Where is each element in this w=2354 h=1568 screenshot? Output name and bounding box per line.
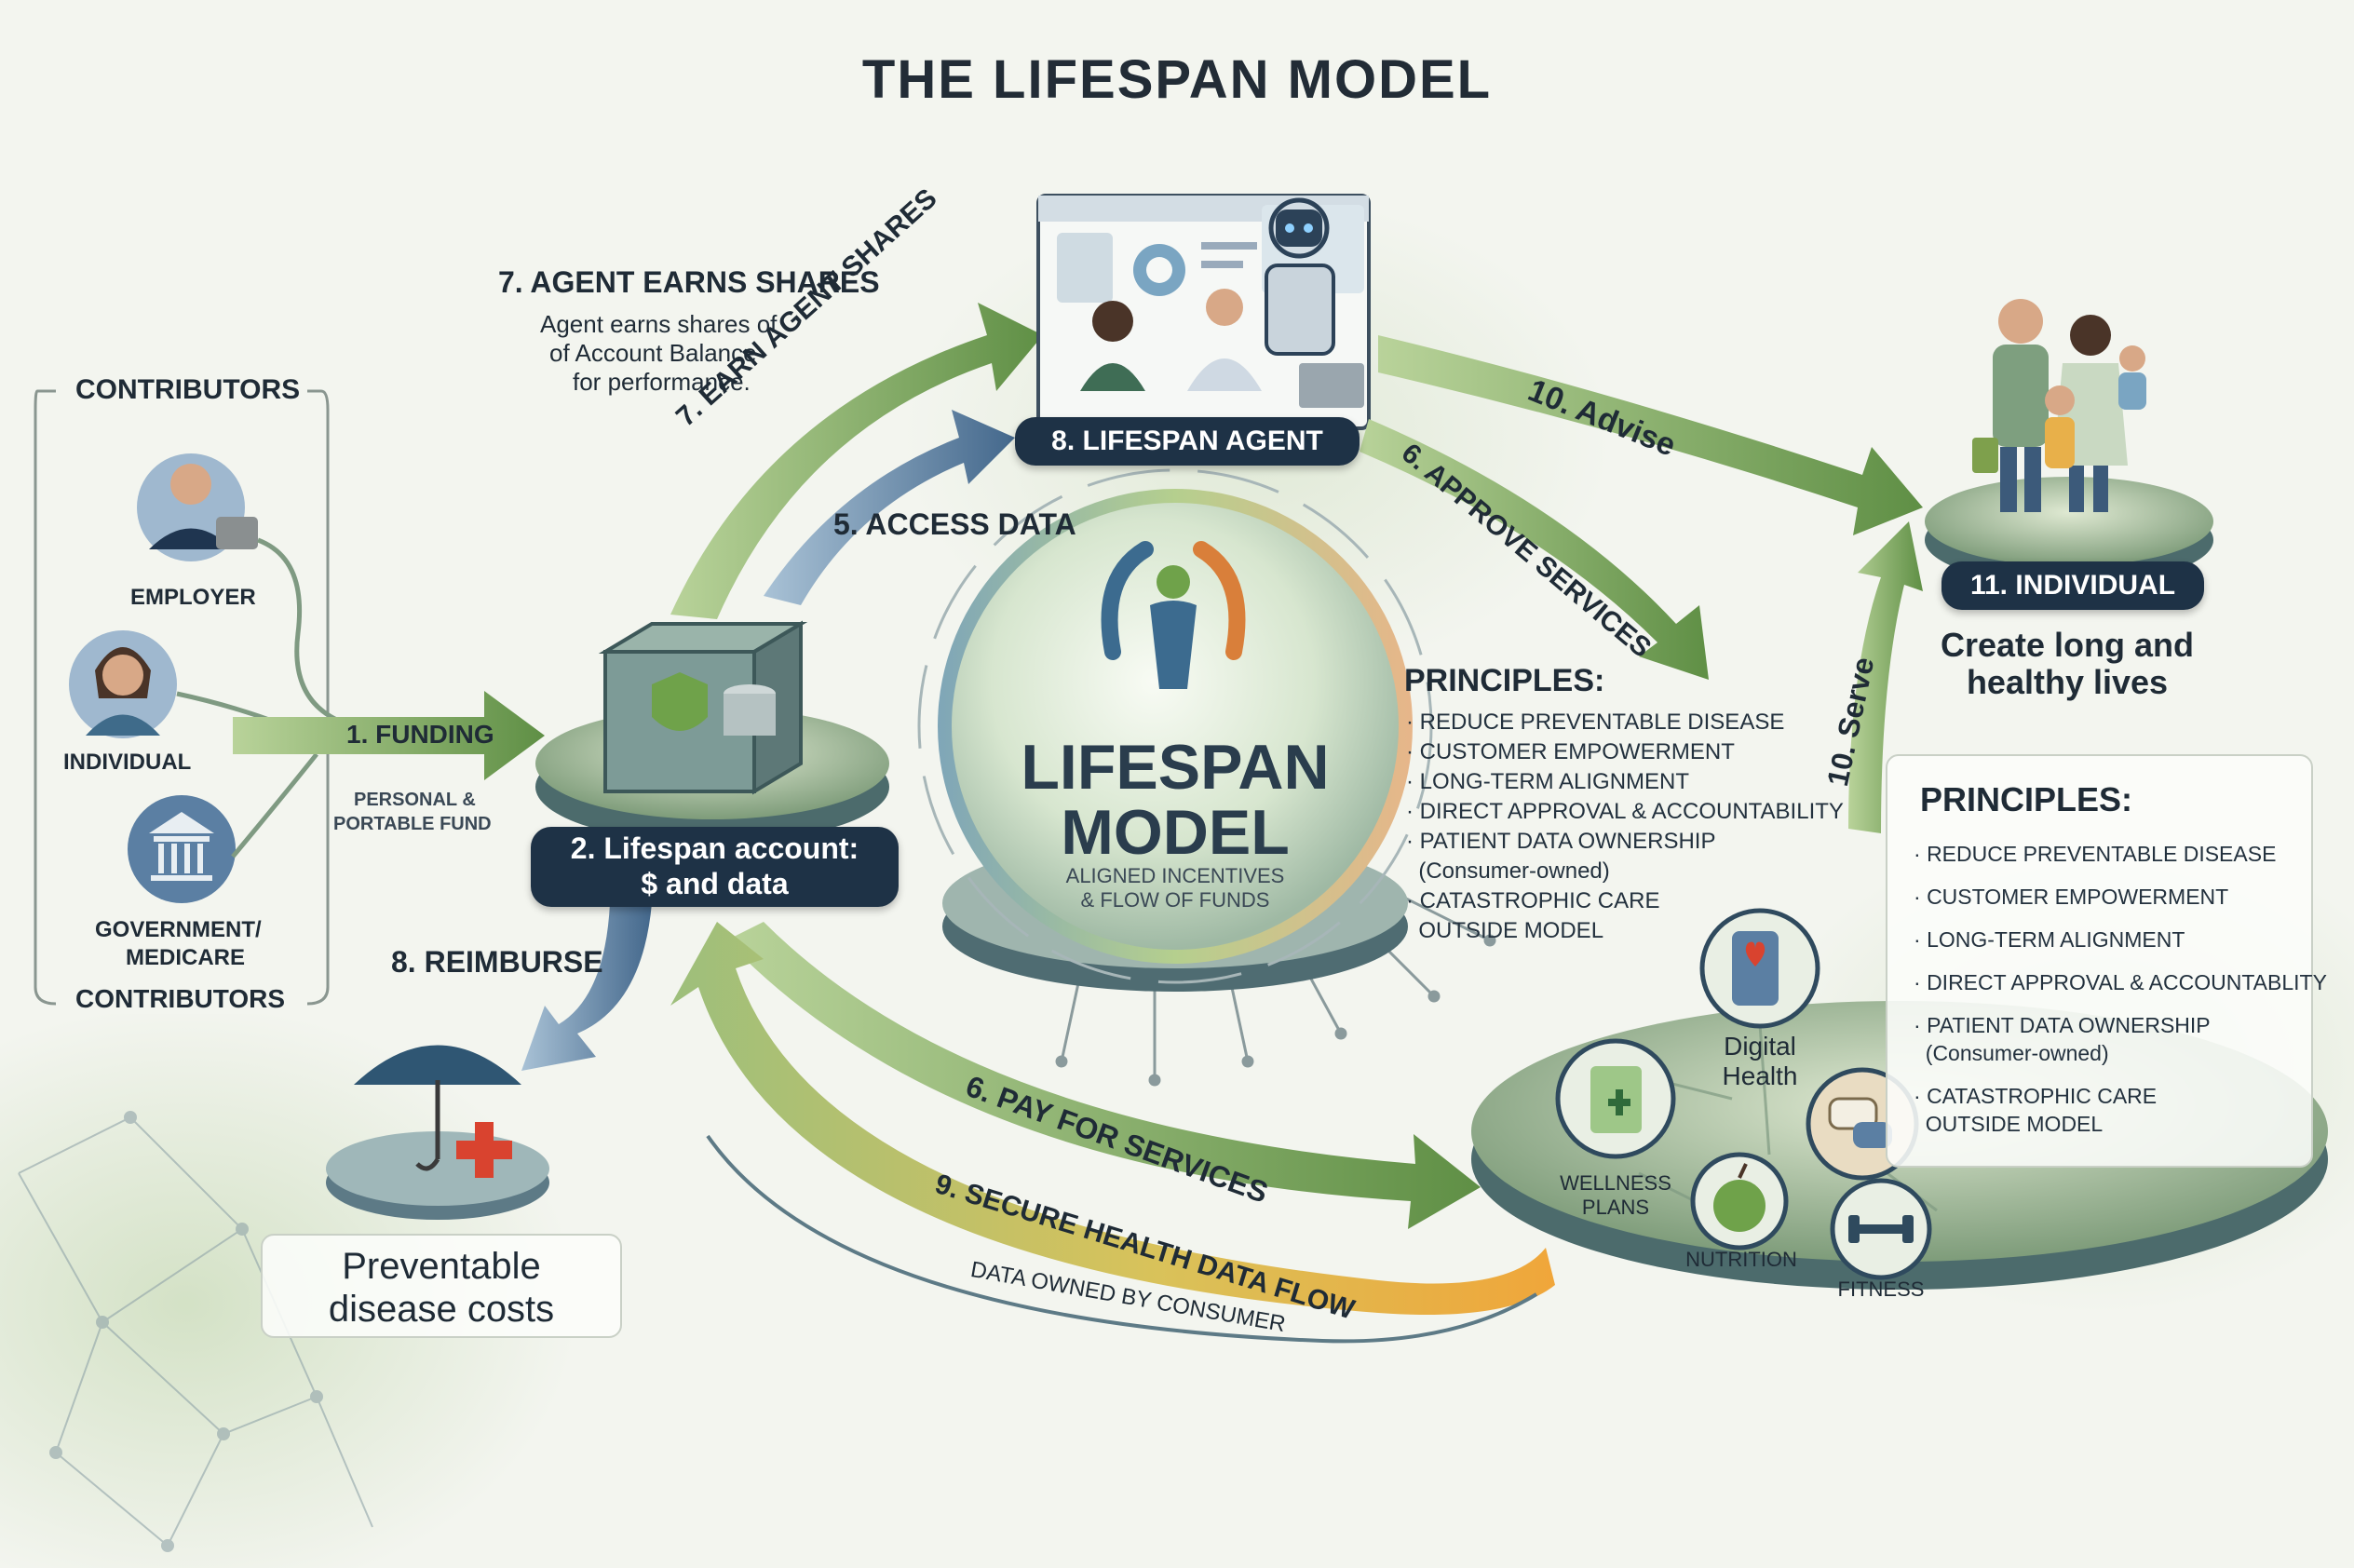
center-tag-line2: & FLOW OF FUNDS	[1080, 888, 1270, 912]
funding-label: 1. FUNDING	[346, 720, 494, 749]
digital-health-line2: Health	[1722, 1061, 1798, 1090]
nutrition-label: NUTRITION	[1685, 1248, 1797, 1271]
individual-line2: healthy lives	[1966, 663, 2169, 701]
principles-center-heading: PRINCIPLES:	[1404, 663, 1605, 698]
wellness-line2: PLANS	[1581, 1196, 1650, 1219]
serve-arrow	[1848, 521, 1923, 833]
account-label: 2. Lifespan account: $ and data	[531, 827, 899, 907]
contributor-medicare-label: MEDICARE	[126, 945, 246, 970]
umbrella-medical-icon	[326, 1045, 549, 1220]
preventable-costs-box: Preventable disease costs	[261, 1234, 622, 1338]
principle-item: · REDUCE PREVENTABLE DISEASE	[1406, 710, 1785, 735]
principle-item-sub: (Consumer-owned)	[1418, 858, 1610, 884]
principle-item: · PATIENT DATA OWNERSHIP	[1914, 1013, 2211, 1037]
principles-right-list: · REDUCE PREVENTABLE DISEASE · CUSTOMER …	[1914, 840, 2327, 1138]
principle-item-sub: OUTSIDE MODEL	[1418, 918, 1604, 943]
center-title-line1: LIFESPAN	[1021, 732, 1330, 803]
principle-item: · REDUCE PREVENTABLE DISEASE	[1914, 842, 2277, 866]
pay-for-services-arrow	[726, 922, 1481, 1229]
principle-item: · PATIENT DATA OWNERSHIP	[1406, 829, 1716, 854]
principle-item: · LONG-TERM ALIGNMENT	[1406, 769, 1690, 794]
principles-center-list: · REDUCE PREVENTABLE DISEASE · CUSTOMER …	[1406, 708, 1844, 946]
fitness-label: FITNESS	[1837, 1277, 1925, 1301]
preventable-line1: Preventable	[342, 1246, 541, 1287]
preventable-line2: disease costs	[328, 1289, 555, 1330]
individual-person-icon	[69, 630, 177, 738]
secure-data-flow-arrow	[670, 922, 1555, 1315]
principle-item: · CATASTROPHIC CARE	[1406, 888, 1660, 913]
lifespan-logo-icon	[1101, 541, 1246, 689]
principle-item: · DIRECT APPROVAL & ACCOUNTABILITY	[1406, 799, 1844, 824]
advise-arrow	[1378, 335, 1923, 535]
agent-earns-line3: for performance.	[573, 368, 751, 396]
lifespan-orb	[917, 468, 1496, 1087]
principle-item: · DIRECT APPROVAL & ACCOUNTABLITY	[1914, 970, 2327, 994]
funding-note-line1: PERSONAL &	[354, 790, 476, 810]
reimburse-label: 8. REIMBURSE	[391, 945, 603, 979]
contributor-individual-label: INDIVIDUAL	[63, 750, 192, 775]
funding-note-line2: PORTABLE FUND	[333, 814, 492, 834]
principle-item-sub: OUTSIDE MODEL	[1925, 1112, 2104, 1136]
government-building-icon	[128, 795, 236, 903]
wellness-line1: WELLNESS	[1560, 1171, 1671, 1195]
account-line1: 2. Lifespan account:	[570, 831, 859, 865]
principle-item: · LONG-TERM ALIGNMENT	[1914, 927, 2185, 952]
employer-briefcase-icon	[137, 453, 258, 561]
agent-dashboard-robot-icon	[1036, 194, 1371, 430]
access-data-label: 5. ACCESS DATA	[833, 507, 1076, 541]
access-data-arrow	[764, 410, 1015, 605]
agent-label: 8. LIFESPAN AGENT	[1015, 417, 1360, 466]
account-line2: $ and data	[641, 867, 789, 900]
fitness-dumbbell-icon	[1830, 1178, 1932, 1280]
digital-health-icon	[1699, 908, 1820, 1029]
reimburse-arrow	[521, 903, 652, 1071]
principle-item: · CATASTROPHIC CARE	[1914, 1084, 2158, 1108]
agent-earns-line1: Agent earns shares of	[540, 310, 778, 338]
agent-earns-title: 7. AGENT EARNS SHARES	[498, 265, 880, 299]
center-title-line2: MODEL	[1061, 797, 1290, 868]
center-tag-line1: ALIGNED INCENTIVES	[1065, 864, 1285, 887]
principles-right-heading: PRINCIPLES:	[1920, 780, 2133, 818]
contributor-government-label: GOVERNMENT/	[95, 917, 262, 942]
secure-vault-icon	[535, 620, 889, 843]
page-title: THE LIFESPAN MODEL	[861, 49, 1493, 110]
individual-label: 11. INDIVIDUAL	[1941, 561, 2204, 610]
nutrition-apple-icon	[1690, 1152, 1789, 1250]
approve-services-arrow	[1360, 419, 1709, 680]
principle-item-sub: (Consumer-owned)	[1925, 1041, 2109, 1065]
wellness-plans-icon	[1555, 1038, 1676, 1159]
funding-arrow	[233, 691, 545, 780]
contributors-bracket	[34, 389, 57, 1006]
principle-item: · CUSTOMER EMPOWERMENT	[1914, 885, 2229, 909]
digital-health-line1: Digital	[1724, 1032, 1796, 1061]
principle-item: · CUSTOMER EMPOWERMENT	[1406, 739, 1735, 764]
principles-right-box	[1886, 754, 2313, 1168]
agent-earns-line2: of Account Balance	[549, 339, 757, 367]
earn-agent-shares-arrow	[670, 303, 1043, 619]
contributors-footer: CONTRIBUTORS	[70, 984, 291, 1014]
family-icon	[1925, 299, 2213, 585]
contributor-employer-label: EMPLOYER	[130, 585, 256, 610]
contributors-heading: CONTRIBUTORS	[70, 374, 306, 406]
individual-line1: Create long and	[1940, 626, 2195, 664]
